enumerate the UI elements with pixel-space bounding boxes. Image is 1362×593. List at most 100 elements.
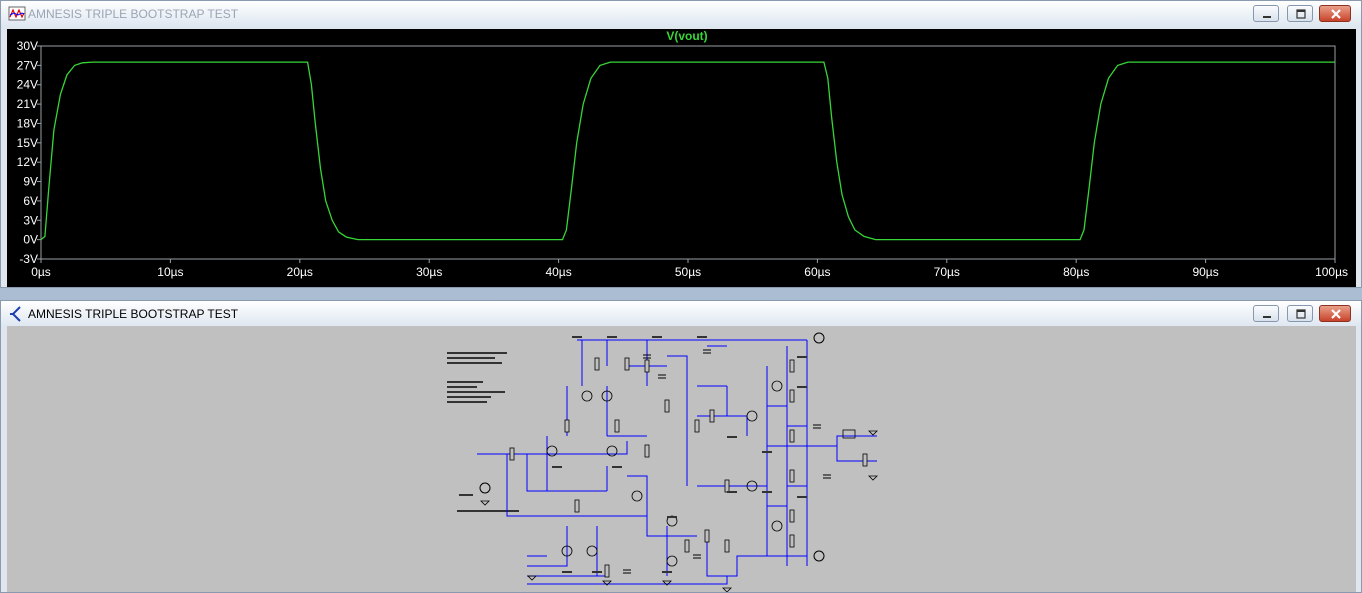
- component-label: [552, 466, 562, 468]
- schematic-wires[interactable]: [477, 339, 877, 585]
- resistor-symbol[interactable]: [789, 509, 795, 523]
- load-resistor[interactable]: [862, 453, 868, 467]
- resistor-symbol[interactable]: [664, 399, 670, 413]
- x-tick-label: 80µs: [1063, 265, 1089, 279]
- y-tick-label: 24V: [17, 78, 38, 92]
- x-tick-label: 100µs: [1315, 265, 1348, 279]
- resistor-symbol[interactable]: [574, 499, 580, 513]
- schematic-close-button[interactable]: [1319, 305, 1351, 322]
- resistor-symbol[interactable]: [709, 409, 715, 423]
- transistor-symbol[interactable]: [771, 380, 783, 392]
- transistor-symbol[interactable]: [746, 480, 758, 492]
- component-label: [592, 571, 602, 573]
- x-tick-label: 70µs: [934, 265, 960, 279]
- resistor-symbol[interactable]: [509, 447, 515, 461]
- resistor-symbol[interactable]: [789, 429, 795, 443]
- resistor-symbol[interactable]: [564, 419, 570, 433]
- minimize-icon: [1263, 316, 1271, 318]
- resistor-symbol[interactable]: [604, 564, 610, 578]
- schematic-canvas[interactable]: [7, 326, 1356, 592]
- transistor-symbol[interactable]: [561, 545, 573, 557]
- resistor-symbol[interactable]: [704, 529, 710, 543]
- component-label: [652, 336, 662, 338]
- schematic-maximize-button[interactable]: [1287, 305, 1313, 322]
- component-label: [727, 491, 737, 493]
- component-label: [667, 516, 677, 518]
- schematic-minimize-button[interactable]: [1253, 305, 1279, 322]
- component-label: [797, 356, 807, 358]
- resistor-symbol[interactable]: [594, 357, 600, 371]
- y-tick-label: 3V: [23, 213, 38, 227]
- component-label: [727, 436, 737, 438]
- x-tick-label: 10µs: [157, 265, 183, 279]
- x-tick-label: 90µs: [1192, 265, 1218, 279]
- transistor-symbol[interactable]: [746, 410, 758, 422]
- x-tick-label: 50µs: [675, 265, 701, 279]
- resistor-symbol[interactable]: [789, 534, 795, 548]
- input-source[interactable]: [479, 482, 491, 494]
- plot-frame: [40, 45, 1336, 260]
- component-label: [662, 571, 672, 573]
- close-icon: [1331, 309, 1341, 319]
- ground-symbol: [868, 430, 878, 436]
- waveform-plot[interactable]: V(vout) 30V27V24V21V18V15V12V9V6V3V0V-3V…: [7, 29, 1356, 287]
- component-label: [562, 571, 572, 573]
- y-tick-label: 6V: [23, 194, 38, 208]
- plot-close-button[interactable]: [1319, 5, 1351, 22]
- ground-symbol: [602, 580, 612, 586]
- resistor-symbol[interactable]: [724, 479, 730, 493]
- component-label: [697, 336, 707, 338]
- transistor-symbol[interactable]: [546, 445, 558, 457]
- schematic-components[interactable]: [479, 332, 878, 592]
- waveform-icon: [8, 6, 26, 21]
- spice-directives[interactable]: [447, 352, 519, 512]
- plot-window-title: AMNESIS TRIPLE BOOTSTRAP TEST: [28, 7, 239, 21]
- resistor-symbol[interactable]: [789, 359, 795, 373]
- transistor-symbol[interactable]: [586, 545, 598, 557]
- output-inductor[interactable]: [842, 429, 856, 439]
- y-tick-label: 9V: [23, 175, 38, 189]
- y-tick-label: 30V: [17, 39, 38, 53]
- transistor-symbol[interactable]: [771, 520, 783, 532]
- y-tick-label: 15V: [17, 136, 38, 150]
- resistor-symbol[interactable]: [789, 469, 795, 483]
- ground-symbol: [722, 587, 732, 592]
- x-tick-label: 20µs: [287, 265, 313, 279]
- supply-source[interactable]: [813, 550, 825, 562]
- resistor-symbol[interactable]: [694, 419, 700, 433]
- maximize-icon: [1296, 309, 1306, 319]
- resistor-symbol[interactable]: [724, 539, 730, 553]
- resistor-symbol[interactable]: [644, 444, 650, 458]
- ground-symbol: [662, 580, 672, 586]
- transistor-symbol[interactable]: [581, 390, 593, 402]
- component-label: [612, 466, 622, 468]
- resistor-symbol[interactable]: [644, 359, 650, 373]
- resistor-symbol[interactable]: [624, 357, 630, 371]
- x-tick-label: 30µs: [416, 265, 442, 279]
- supply-source[interactable]: [813, 332, 825, 344]
- y-tick-label: 0V: [23, 233, 38, 247]
- component-label: [572, 336, 582, 338]
- resistor-symbol[interactable]: [684, 539, 690, 553]
- ground-symbol: [480, 500, 490, 506]
- transistor-symbol[interactable]: [631, 490, 643, 502]
- resistor-symbol[interactable]: [789, 389, 795, 403]
- transistor-symbol[interactable]: [666, 555, 678, 567]
- ground-symbol: [868, 475, 878, 481]
- close-icon: [1331, 9, 1341, 19]
- transistor-symbol[interactable]: [601, 390, 613, 402]
- plot-minimize-button[interactable]: [1253, 5, 1279, 22]
- resistor-symbol[interactable]: [614, 419, 620, 433]
- amplifier-schematic[interactable]: [7, 326, 1356, 592]
- vout-trace[interactable]: [40, 61, 1335, 241]
- y-tick-label: 21V: [17, 97, 38, 111]
- plot-window-titlebar[interactable]: AMNESIS TRIPLE BOOTSTRAP TEST: [1, 1, 1361, 27]
- component-label: [607, 336, 617, 338]
- transistor-symbol[interactable]: [606, 445, 618, 457]
- trace-label[interactable]: V(vout): [666, 29, 707, 43]
- component-label: [797, 386, 807, 388]
- plot-maximize-button[interactable]: [1287, 5, 1313, 22]
- schematic-window-titlebar[interactable]: AMNESIS TRIPLE BOOTSTRAP TEST: [1, 301, 1361, 327]
- schematic-window-title: AMNESIS TRIPLE BOOTSTRAP TEST: [28, 307, 239, 321]
